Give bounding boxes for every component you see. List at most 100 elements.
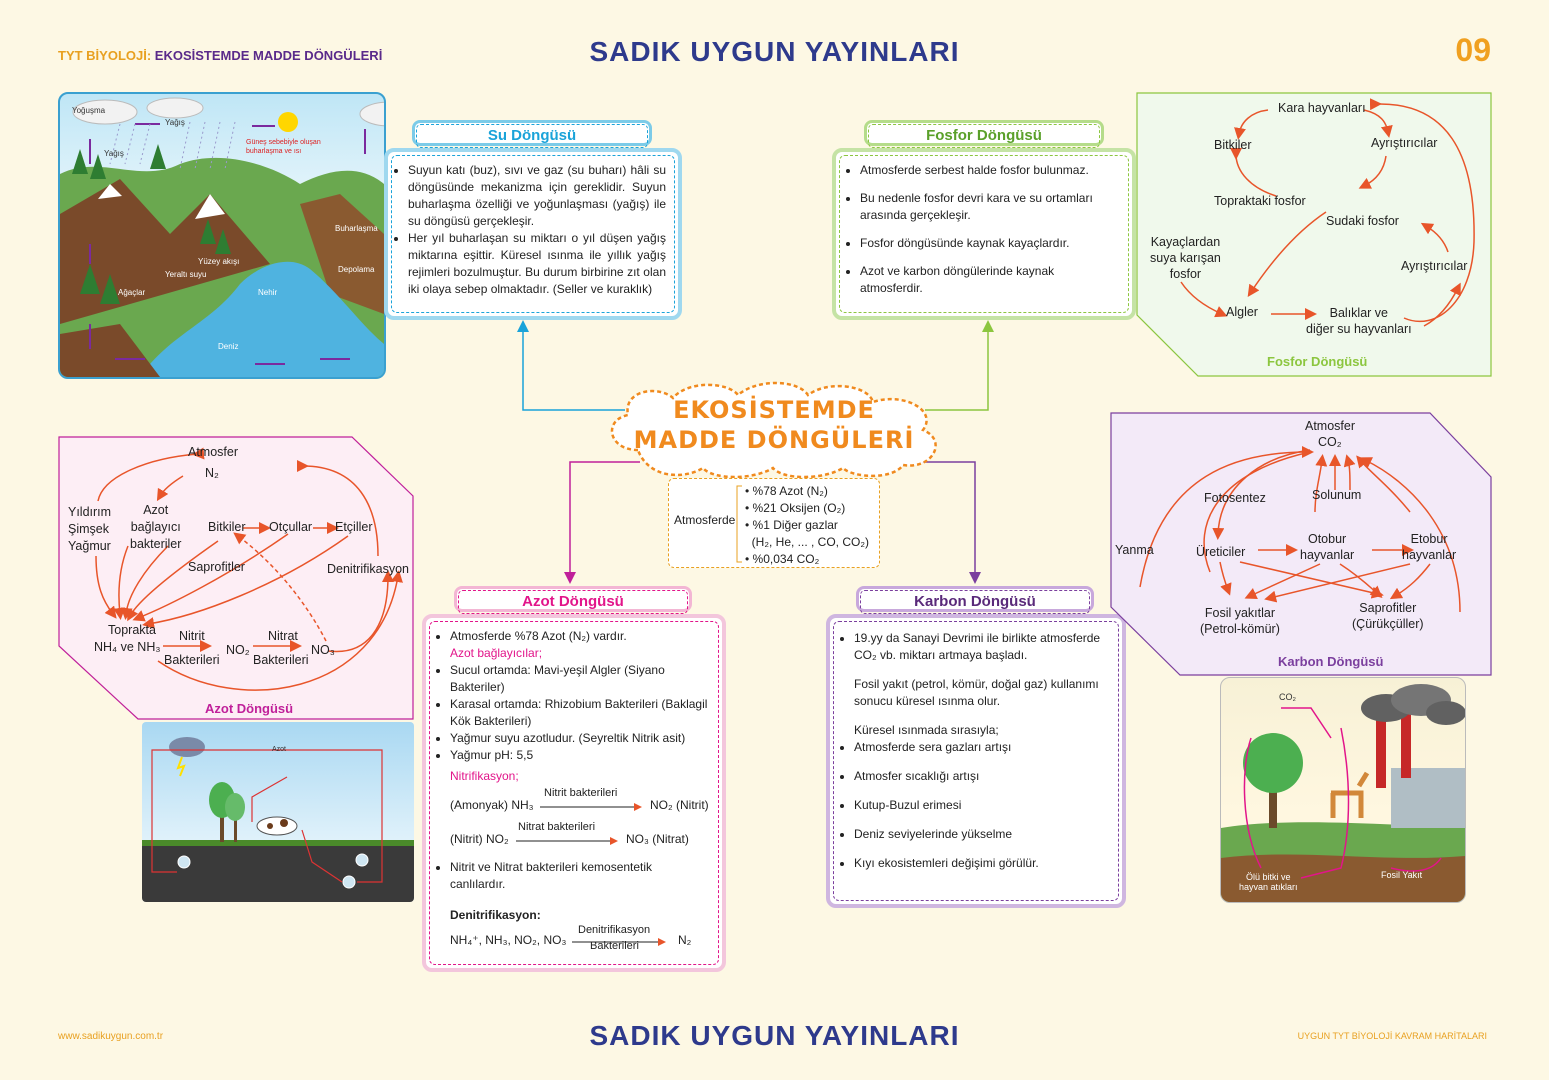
fosfor-item: Azot ve karbon döngülerinde kaynak atmos… <box>860 263 1118 297</box>
azot-node-bakterileri: Bakterileri <box>253 653 309 667</box>
water-scene-art <box>60 97 384 377</box>
azot-line: Karasal ortamda: Rhizobium Bakterileri (… <box>450 696 710 730</box>
azot-line: Yağmur suyu azotludur. (Seyreltik Nitrik… <box>450 730 710 747</box>
brand-title: SADIK UYGUN YAYINLARI <box>589 36 960 67</box>
karbon-scene-fosil: Fosil Yakıt <box>1381 870 1423 880</box>
center-title: EKOSİSTEMDE MADDE DÖNGÜLERİ <box>598 395 950 455</box>
karbon-item: 19.yy da Sanayi Devrimi ile birlikte atm… <box>854 630 1110 664</box>
scene-label-yogusma: Yoğuşma <box>72 106 106 115</box>
page-number: 09 <box>1455 32 1491 68</box>
karbon-item: Atmosferde sera gazları artışı <box>854 739 1110 756</box>
karbon-scene-co2: CO₂ <box>1279 692 1296 702</box>
karbon-node-fotosentez: Fotosentez <box>1204 491 1266 505</box>
atmosphere-list: • %78 Azot (N₂) • %21 Oksijen (O₂) • %1 … <box>745 483 869 568</box>
karbon-node-solunum: Solunum <box>1312 488 1362 502</box>
azot-node-no3: NO₃ <box>311 643 335 657</box>
atmosphere-item: • %1 Diğer gazlar <box>745 518 838 532</box>
azot-scene: Azot <box>142 722 414 902</box>
scene-label-buharlasma: Buharlaşma <box>335 224 378 233</box>
fosfor-caption: Fosfor Döngüsü <box>1267 354 1368 369</box>
header-topic: TYT BİYOLOJİ: EKOSİSTEMDE MADDE DÖNGÜLER… <box>58 48 382 63</box>
karbon-title-tab: Karbon Döngüsü <box>856 586 1094 614</box>
atmosphere-box: Atmosferde • %78 Azot (N₂) • %21 Oksijen… <box>668 478 880 568</box>
atmosphere-label: Atmosferde <box>674 513 736 527</box>
karbon-item: Atmosfer sıcaklığı artışı <box>854 768 1110 785</box>
azot-subtitle: Azot bağlayıcılar; <box>450 646 543 660</box>
fosfor-item: Atmosferde serbest halde fosfor bulunmaz… <box>860 162 1118 179</box>
azot-node-n2: N₂ <box>205 466 219 480</box>
azot-node-etciller: Etçiller <box>335 520 373 534</box>
karbon-node-atmosfer: Atmosfer <box>1305 419 1356 433</box>
fosfor-node-ayristiricilar-2: Ayrıştırıcılar <box>1401 259 1468 273</box>
fosfor-node-bitkiler: Bitkiler <box>1214 138 1252 152</box>
karbon-item: Küresel ısınmada sırasıyla; <box>854 723 999 737</box>
azot-node-nitrat: Nitrat <box>268 629 298 643</box>
azot-node-no2: NO₂ <box>226 643 250 657</box>
azot-scene-art <box>142 737 414 902</box>
scene-label-yagis: Yağış <box>104 149 124 158</box>
atmosphere-item: • %21 Oksijen (O₂) <box>745 501 846 515</box>
azot-reaction-1: (Amonyak) NH₃ Nitrit bakterileri NO₂ (Ni… <box>450 787 709 812</box>
footer-brand: SADIK UYGUN YAYINLARI <box>589 1020 960 1051</box>
azot-diagram-arrows <box>58 436 414 720</box>
scene-label-yuzey: Yüzey akışı <box>198 257 240 266</box>
su-item: Her yıl buharlaşan su miktarı o yıl düşe… <box>408 230 666 298</box>
scene-label-agaclar: Ağaçlar <box>118 288 146 297</box>
azot-node-toprakta: Toprakta <box>108 623 156 637</box>
azot-subtitle: Denitrifikasyon: <box>450 908 541 922</box>
azot-caption: Azot Döngüsü <box>205 701 294 716</box>
fosfor-node-algler: Algler <box>1226 305 1258 319</box>
scene-label-deniz: Deniz <box>218 342 239 351</box>
scene-label-gunes: Güneş sebebiyle oluşan buharlaşma ve ısı <box>246 139 321 155</box>
fosfor-node-sudaki: Sudaki fosfor <box>1326 214 1399 228</box>
fosfor-box: Atmosferde serbest halde fosfor bulunmaz… <box>832 148 1136 320</box>
karbon-item: Kıyı ekosistemleri değişimi görülür. <box>854 855 1110 872</box>
footer-url: www.sadikuygun.com.tr <box>58 1031 164 1042</box>
scene-label-yagis: Yağış <box>165 118 185 127</box>
azot-node-nitrit: Nitrit <box>179 629 205 643</box>
karbon-title: Karbon Döngüsü <box>860 590 1090 614</box>
azot-line: Yağmur pH: 5,5 <box>450 747 710 764</box>
azot-line: Atmosferde %78 Azot (N₂) vardır. <box>450 628 710 645</box>
azot-node-bakterileri: Bakterileri <box>164 653 220 667</box>
karbon-diagram-arrows <box>1110 412 1492 676</box>
karbon-item: Deniz seviyelerinde yükselme <box>854 826 1110 843</box>
karbon-node-ureticiler: Üreticiler <box>1196 545 1246 559</box>
topic-title: EKOSİSTEMDE MADDE DÖNGÜLERİ <box>154 48 383 63</box>
azot-title-tab: Azot Döngüsü <box>454 586 692 614</box>
su-item: Suyun katı (buz), sıvı ve gaz (su buharı… <box>408 162 666 230</box>
karbon-scene-art <box>1221 684 1465 902</box>
azot-title: Azot Döngüsü <box>458 590 688 614</box>
azot-node-denitrifikasyon: Denitrifikasyon <box>327 562 409 576</box>
fosfor-item: Fosfor döngüsünde kaynak kayaçlardır. <box>860 235 1118 252</box>
center-cloud-shape <box>610 381 937 479</box>
topic-prefix: TYT BİYOLOJİ: <box>58 48 152 63</box>
atmosphere-bracket <box>736 485 742 563</box>
scene-label-nehir: Nehir <box>258 288 278 297</box>
azot-subtitle: Nitrifikasyon; <box>450 769 519 783</box>
atmosphere-item: (H₂, He, ... , CO, CO₂) <box>751 535 869 549</box>
karbon-node-saprofitler: Saprofitler(Çürükçüller) <box>1352 601 1424 631</box>
center-title-line1: EKOSİSTEMDE <box>673 396 875 424</box>
azot-reaction-2: (Nitrit) NO₂ Nitrat bakterileri NO₃ (Nit… <box>450 821 689 846</box>
water-cycle-scene: Yoğuşma Yağış Yağış Güneş sebebiyle oluş… <box>58 92 386 379</box>
fosfor-node-kara: Kara hayvanları <box>1278 101 1366 115</box>
center-title-line2: MADDE DÖNGÜLERİ <box>633 426 915 454</box>
scene-label-depolama: Depolama <box>338 265 375 274</box>
su-title-tab: Su Döngüsü <box>412 120 652 148</box>
azot-node-nh: NH₄ ve NH₃ <box>94 640 161 654</box>
su-title: Su Döngüsü <box>416 124 648 148</box>
karbon-node-fosil: Fosil yakıtlar(Petrol-kömür) <box>1200 606 1280 636</box>
azot-node-atmosfer: Atmosfer <box>188 445 239 459</box>
karbon-item: Fosil yakıt (petrol, kömür, doğal gaz) k… <box>854 677 1099 708</box>
fosfor-diagram: Kara hayvanları Bitkiler Ayrıştırıcılar … <box>1136 92 1492 377</box>
azot-node-bitkiler: Bitkiler <box>208 520 246 534</box>
fosfor-title-tab: Fosfor Döngüsü <box>864 120 1104 148</box>
